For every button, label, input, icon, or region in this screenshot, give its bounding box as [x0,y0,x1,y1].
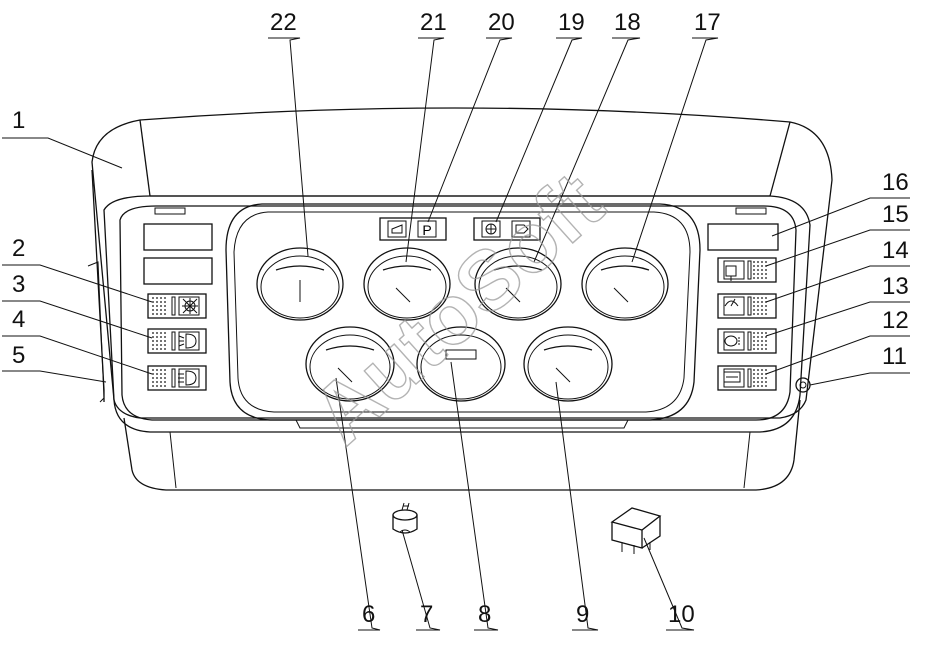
watermark: AutoSoft [294,154,620,461]
callout-16: 16 [882,169,909,196]
indicator-block-right [473,217,541,241]
gauge-18 [474,247,562,321]
lamp-icon [724,335,740,347]
switch-14 [717,293,777,319]
callout-4: 4 [12,306,25,333]
callout-2: 2 [12,235,25,262]
switch-4 [147,365,207,391]
fan-icon [182,298,198,314]
hazard-strip-icon [723,371,741,383]
callout-21: 21 [420,9,447,36]
callout-11: 11 [882,343,907,370]
gauge-8-odometer [416,326,506,402]
headlight-icon [178,370,197,386]
callout-22: 22 [270,9,297,36]
gauge-9 [523,326,613,402]
gauge-6 [305,326,395,402]
callout-13: 13 [882,273,909,300]
rear-fog-icon [725,265,737,281]
callout-12: 12 [882,307,909,334]
callout-labels: 1 2 3 4 5 6 7 8 9 10 11 12 13 14 15 16 1… [12,9,909,628]
callout-10: 10 [668,601,695,628]
switch-12 [717,365,777,391]
switch-13 [717,328,777,354]
callout-3: 3 [12,271,25,298]
callout-18: 18 [614,9,641,36]
right-switches [717,257,777,391]
blank-plug-left-1 [143,223,213,251]
callout-19: 19 [558,9,585,36]
relay-10 [610,507,662,554]
gauge-cluster [225,203,701,429]
indicator-block-left: P [379,217,447,241]
callout-5: 5 [12,342,25,369]
callout-20: 20 [488,9,515,36]
switch-15 [717,257,777,283]
callout-14: 14 [882,237,909,264]
left-switches [147,293,207,391]
gauge-21 [363,247,451,321]
callout-17: 17 [694,9,721,36]
gauge-17 [581,247,669,321]
callout-7: 7 [420,601,433,628]
switch-2 [147,293,207,319]
blank-plug-left-2 [143,257,213,285]
blank-plug-16 [707,223,779,251]
fog-light-icon [178,333,197,349]
leader-lines [2,37,910,631]
panel-housing [87,107,833,491]
switch-3 [147,328,207,354]
wiper-icon [724,298,739,307]
parking-indicator-label: P [422,222,431,238]
callout-6: 6 [362,601,375,628]
callout-9: 9 [576,601,589,628]
callout-8: 8 [478,601,491,628]
callout-15: 15 [882,201,909,228]
gauge-22 [256,247,344,321]
lamp-socket-7 [392,502,418,534]
callout-1: 1 [12,107,25,134]
